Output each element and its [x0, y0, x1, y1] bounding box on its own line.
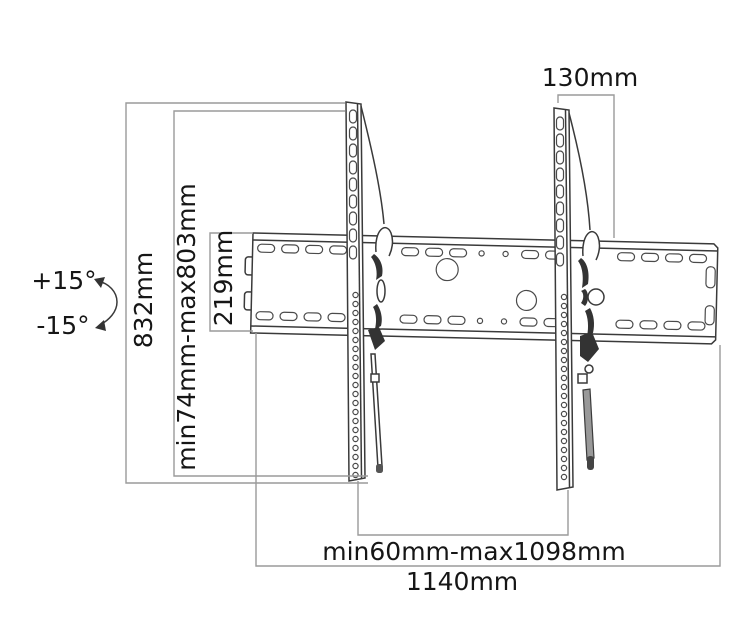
label-top-overhang: 130mm — [542, 63, 638, 92]
dim-line-min74-max803 — [173, 110, 368, 477]
tilt-arc-curve — [96, 280, 118, 326]
left-arm-clamp-lower — [373, 304, 382, 329]
left-arm-plate-clamp — [368, 327, 385, 350]
dimension-lines — [125, 94, 721, 567]
right-arm-strut-block — [577, 373, 588, 384]
label-wall-plate-width: 1140mm — [406, 567, 518, 596]
dim-line-1140mm — [255, 333, 721, 567]
dim-line-219mm — [209, 232, 253, 332]
wall-plate-left-tab — [244, 256, 255, 276]
wall-plate-left-tab — [243, 291, 254, 311]
label-horizontal-adjust-range: min60mm-max1098mm — [322, 537, 625, 566]
right-arm-hook — [582, 231, 601, 261]
label-vertical-adjust-range: min74mm-max803mm — [172, 183, 201, 471]
dim-line-130mm — [557, 94, 615, 238]
right-bracket-arm — [553, 107, 605, 491]
dim-line-832mm — [125, 102, 368, 484]
left-arm-fold-line — [356, 103, 363, 479]
wall-plate-top-lip — [252, 239, 718, 252]
wall-plate-large-hole — [435, 257, 459, 282]
right-arm-tilt-knob — [587, 288, 605, 306]
tilt-arc-arrow-up — [94, 277, 105, 288]
right-arm-holes — [560, 293, 568, 481]
label-wall-plate-height: 219mm — [209, 230, 238, 326]
left-arm-slots — [348, 109, 358, 260]
left-bracket-arm — [345, 101, 394, 482]
dim-line-min60-max1098 — [357, 481, 569, 536]
right-arm-clamp-upper — [578, 258, 589, 288]
left-arm-back-profile — [360, 105, 385, 225]
right-arm-fold-line — [564, 109, 571, 488]
right-arm-knob-wing — [581, 289, 588, 306]
left-arm-strut-cap — [376, 464, 383, 473]
left-arm-holes — [352, 291, 359, 479]
wall-plate-body — [249, 232, 719, 345]
right-arm-clamp-lower — [585, 308, 594, 336]
left-arm-strut-block — [370, 373, 380, 383]
right-arm-strut-cap — [587, 456, 594, 470]
left-arm-hook — [375, 227, 394, 257]
left-arm-clamp-link — [376, 279, 386, 303]
dimension-labels: +15° -15° 832mm min74mm-max803mm 219mm 1… — [31, 63, 638, 596]
wall-plate-end-slot — [704, 305, 715, 326]
right-arm-plate-clamp — [580, 332, 599, 362]
right-arm-back-profile — [568, 112, 591, 231]
left-arm-clamp-upper — [371, 254, 383, 280]
label-tilt-up: +15° — [31, 266, 96, 295]
wall-plate-bottom-fold — [250, 325, 716, 338]
tilt-arc — [94, 277, 118, 331]
tilt-arc-arrow-down — [95, 320, 106, 331]
label-overall-height: 832mm — [129, 252, 158, 348]
label-tilt-down: -15° — [36, 311, 89, 340]
right-arm-slots — [555, 116, 565, 267]
wall-plate-large-hole — [515, 289, 538, 312]
wall-plate-end-slot — [705, 266, 716, 289]
wall-plate — [243, 232, 719, 345]
left-arm-strut — [370, 353, 383, 470]
right-arm-pivot — [584, 364, 594, 374]
right-arm-strut — [582, 388, 595, 461]
